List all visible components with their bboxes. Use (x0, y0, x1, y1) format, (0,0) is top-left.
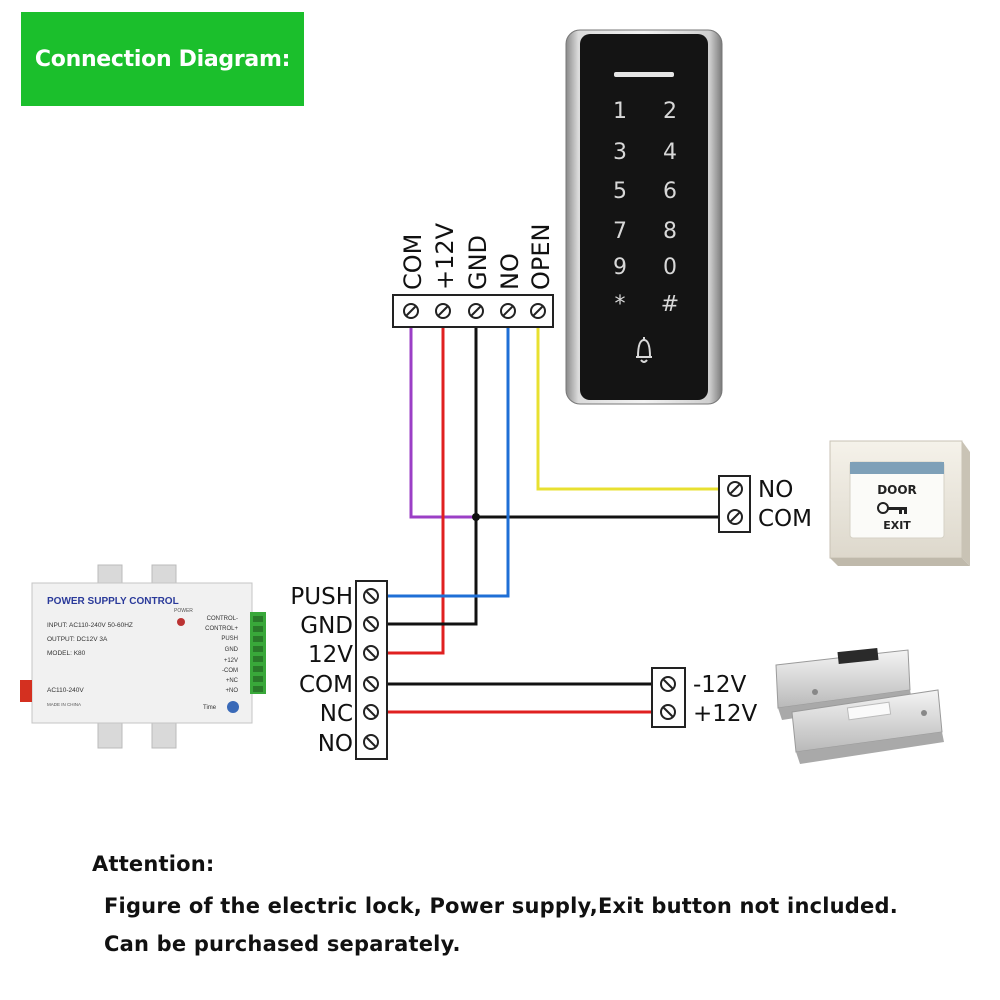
screw-terminal (660, 676, 676, 692)
note-title: Attention: (92, 852, 215, 876)
key-3[interactable]: 3 (613, 140, 627, 165)
lock-label-plus12v: +12V (693, 701, 758, 727)
exit-label-no: NO (758, 477, 793, 503)
screw-terminal (363, 676, 379, 692)
screw-terminal (530, 303, 546, 319)
key-2[interactable]: 2 (663, 99, 677, 124)
ps-output: OUTPUT: DC12V 3A (47, 636, 108, 643)
wire-purple-com (409, 328, 476, 519)
exit-label-com: COM (758, 506, 812, 532)
ps-label-no: NO (318, 731, 353, 757)
screw-terminal (435, 303, 451, 319)
ps-side-label: CONTROL- (207, 616, 238, 622)
screw-terminal (363, 734, 379, 750)
keypad-terminal-labels: COM +12V GND NO OPEN (399, 222, 555, 290)
key-9[interactable]: 9 (613, 255, 627, 280)
ps-label-gnd: GND (300, 613, 353, 639)
ps-side-label: +NO (225, 688, 238, 694)
ps-side-label: CONTROL+ (205, 626, 238, 632)
ps-ac-label: AC110-240V (47, 687, 84, 694)
lock-label-minus12v: -12V (693, 672, 747, 698)
exit-exit-label: EXIT (883, 519, 911, 532)
ps-label-push: PUSH (290, 584, 353, 610)
ps-model: MODEL: K80 (47, 650, 86, 657)
terminal-label-open: OPEN (527, 224, 555, 290)
screw-terminal (363, 704, 379, 720)
key-hash[interactable]: # (661, 292, 679, 317)
key-0[interactable]: 0 (663, 255, 677, 280)
ps-side-label: -COM (222, 668, 238, 674)
ps-label-12v: 12V (308, 642, 353, 668)
lock-terminal-block (651, 667, 686, 728)
key-8[interactable]: 8 (663, 219, 677, 244)
ps-label-com: COM (299, 672, 353, 698)
key-4[interactable]: 4 (663, 140, 677, 165)
ps-side-label: +NC (226, 678, 239, 684)
attention-note: Attention: Figure of the electric lock, … (92, 852, 898, 970)
screw-terminal (468, 303, 484, 319)
screw-terminal (363, 616, 379, 632)
wire-yellow-open (536, 328, 720, 491)
ps-terminal-block (355, 580, 388, 760)
ps-title: POWER SUPPLY CONTROL (47, 596, 179, 607)
terminal-label-no: NO (496, 253, 524, 290)
time-knob-icon (227, 701, 239, 713)
terminal-label-com: COM (399, 234, 427, 290)
wire-black-gnd (388, 328, 478, 626)
ps-time-label: Time (203, 705, 217, 711)
screw-terminal (500, 303, 516, 319)
screw-terminal (403, 303, 419, 319)
wire-red-12v (388, 328, 445, 655)
screw-terminal (363, 645, 379, 661)
key-star[interactable]: * (615, 292, 626, 317)
ps-side-label: +12V (224, 658, 238, 664)
screw-terminal (727, 509, 743, 525)
keypad-device: 1 2 3 4 5 6 7 8 9 0 * # (565, 29, 723, 405)
screw-terminal (727, 481, 743, 497)
wire-junction (472, 513, 480, 521)
note-line-1: Figure of the electric lock, Power suppl… (104, 894, 898, 918)
screw-terminal (363, 588, 379, 604)
keypad-terminal-block (392, 294, 554, 328)
note-line-2: Can be purchased separately. (104, 932, 461, 956)
power-supply-device: POWER SUPPLY CONTROL POWER INPUT: AC110-… (20, 564, 266, 749)
key-7[interactable]: 7 (613, 219, 627, 244)
ps-input: INPUT: AC110-240V 50-60HZ (47, 622, 133, 629)
terminal-label-gnd: GND (464, 235, 492, 290)
page-title: Connection Diagram: (21, 12, 304, 106)
ps-side-label: GND (225, 647, 239, 653)
ps-side-label: PUSH (221, 636, 238, 642)
exit-door-label: DOOR (877, 483, 917, 497)
key-5[interactable]: 5 (613, 179, 627, 204)
key-1[interactable]: 1 (613, 99, 627, 124)
key-icon (877, 502, 907, 514)
terminal-label-12v: +12V (431, 222, 459, 290)
exit-terminal-block (718, 475, 751, 533)
key-6[interactable]: 6 (663, 179, 677, 204)
screw-terminal (660, 704, 676, 720)
exit-button-device: DOOR EXIT (829, 440, 970, 566)
electric-lock-device (775, 647, 944, 764)
wire-blue-no (388, 328, 510, 598)
ps-power-label: POWER (174, 608, 193, 614)
ps-made-in: MADE IN CHINA (47, 702, 81, 707)
wires (388, 328, 720, 714)
power-led (177, 618, 185, 626)
indicator-light (614, 72, 674, 77)
ps-label-nc: NC (320, 701, 353, 727)
bell-icon[interactable] (636, 337, 652, 363)
